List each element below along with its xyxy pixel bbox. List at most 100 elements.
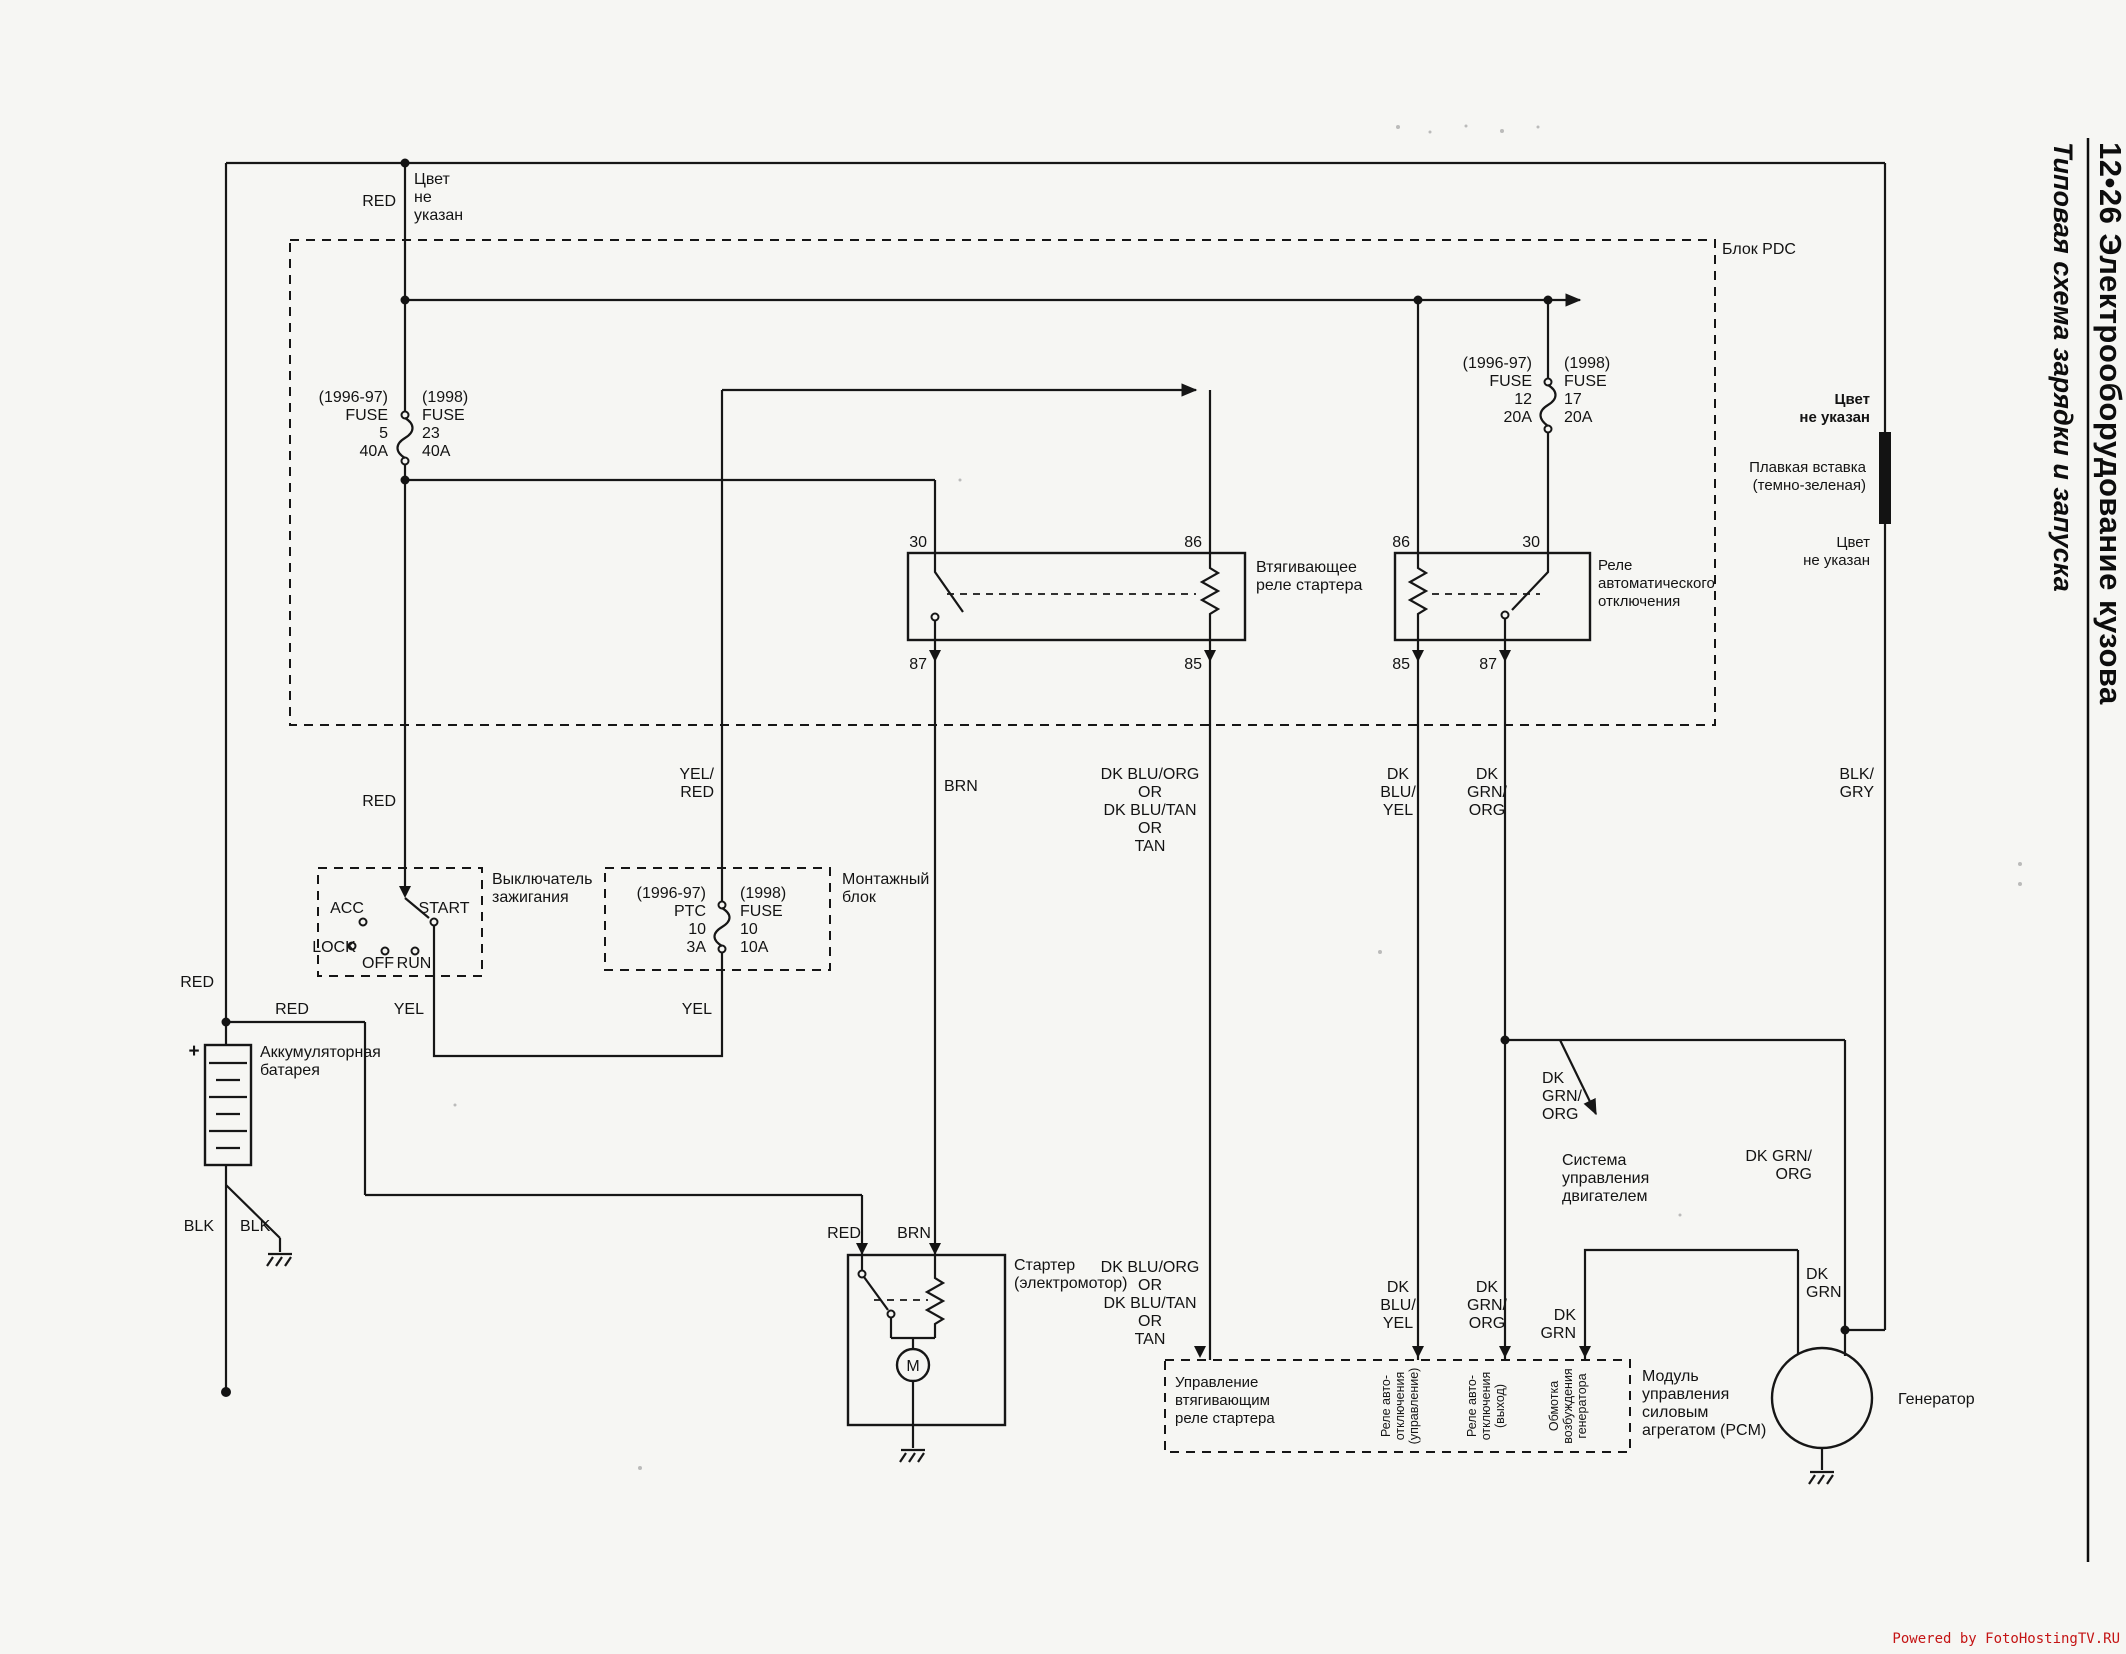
pcm-channel-label-rotated: Обмотка возбуждения генератора bbox=[1547, 1368, 1589, 1443]
pcm-label: Модуль bbox=[1642, 1368, 1699, 1385]
arrow-down-icon bbox=[929, 1243, 941, 1255]
wire-label-dk-blu-org: OR bbox=[1138, 1313, 1162, 1330]
pcm-channel-label: (управление) bbox=[1407, 1368, 1421, 1445]
pcm-label: управления bbox=[1642, 1386, 1729, 1403]
wire-label-dk-blu-yel: DK bbox=[1387, 1279, 1410, 1296]
asd-relay-internals bbox=[1407, 553, 1550, 640]
wire-label-dk-grn-org: DK bbox=[1476, 1279, 1499, 1296]
wire-branch-engine-mgmt bbox=[1559, 1039, 1597, 1116]
fusible-link-symbol bbox=[1879, 432, 1891, 524]
fuse-b-right: (1998) bbox=[1564, 355, 1610, 372]
pcm-label: агрегатом (PCM) bbox=[1642, 1422, 1766, 1439]
fuse-b-left: 20A bbox=[1504, 409, 1533, 426]
relay-switch-blade bbox=[1511, 553, 1550, 611]
fuse-b-right: 17 bbox=[1564, 391, 1582, 408]
pdc-block-box bbox=[289, 239, 1716, 726]
pcm-channel-label: отключения bbox=[1393, 1372, 1407, 1441]
asd-relay-box bbox=[1393, 551, 1592, 642]
relay-contact bbox=[1500, 610, 1510, 620]
wire-label-brn: BRN bbox=[897, 1225, 931, 1242]
wire-label-dk-blu-org: OR bbox=[1138, 820, 1162, 837]
wire-label-blk: BLK bbox=[184, 1218, 215, 1235]
terminal-87: 87 bbox=[1479, 656, 1497, 673]
terminal-85: 85 bbox=[1392, 656, 1410, 673]
color-note-line: не bbox=[414, 189, 432, 206]
arrow-down-icon bbox=[1579, 1346, 1591, 1358]
wire-dk-grn-field bbox=[1583, 1248, 1800, 1360]
arrow-down-icon bbox=[856, 1243, 868, 1255]
starter-label: (электромотор) bbox=[1014, 1275, 1128, 1292]
solenoid-coil bbox=[924, 1255, 946, 1338]
fusible-link-label: Плавкая вставка bbox=[1749, 459, 1867, 476]
ground-symbol-starter bbox=[899, 1448, 925, 1463]
wire-label-dk-grn-org: ORG bbox=[1469, 802, 1505, 819]
junction-dot bbox=[1500, 1035, 1510, 1045]
wire-label-yel-red: RED bbox=[680, 784, 714, 801]
wire-label-dk-blu-org: DK BLU/ORG bbox=[1101, 766, 1200, 783]
asd-relay-label: автоматического bbox=[1598, 575, 1715, 592]
relay-switch-blade bbox=[933, 553, 964, 613]
pcm-channel-label: отключения bbox=[1479, 1372, 1493, 1441]
wire-label-blk-gry: BLK/ bbox=[1839, 766, 1874, 783]
wire-label-yel: YEL bbox=[394, 1001, 424, 1018]
mounting-fuse-left: (1996-97) bbox=[637, 885, 706, 902]
solenoid-contact bbox=[886, 1309, 896, 1319]
engine-mgmt-label: двигателем bbox=[1562, 1188, 1648, 1205]
terminal-85: 85 bbox=[1184, 656, 1202, 673]
page-subtitle: Типовая схема зарядки и запуска bbox=[2048, 142, 2078, 592]
solenoid-switch-blade bbox=[863, 1276, 889, 1311]
terminal-86: 86 bbox=[1184, 534, 1202, 551]
pcm-channel-label: Реле авто- bbox=[1379, 1375, 1393, 1437]
color-note-line: Цвет bbox=[414, 171, 451, 188]
mounting-fuse-right: 10A bbox=[740, 939, 769, 956]
wire-label-red: RED bbox=[827, 1225, 861, 1242]
fuse-a-left: FUSE bbox=[345, 407, 388, 424]
wire-label-dk-grn-org: GRN/ bbox=[1467, 1297, 1508, 1314]
battery-plates bbox=[209, 1061, 247, 1150]
mounting-fuse-left: PTC bbox=[674, 903, 706, 920]
wire-label-dk-grn-org: ORG bbox=[1542, 1106, 1578, 1123]
arrow-down-icon bbox=[1204, 650, 1216, 662]
pcm-channel-label: втягивающим bbox=[1175, 1392, 1270, 1409]
scan-noise bbox=[453, 124, 2022, 1470]
wire-label-dk-grn-org: DK GRN/ bbox=[1745, 1148, 1812, 1165]
relay-coil bbox=[1199, 553, 1221, 640]
pcm-channel-label-rotated: Реле авто- отключения (управление) bbox=[1379, 1368, 1421, 1445]
color-note-line: Цвет bbox=[1835, 391, 1870, 408]
relay-coil bbox=[1407, 553, 1429, 640]
pcm-channel-label: Обмотка bbox=[1547, 1381, 1561, 1431]
wire-red-battery-to-starter bbox=[226, 1020, 864, 1255]
wire-label-red: RED bbox=[362, 193, 396, 210]
wire-label-dk-blu-yel: YEL bbox=[1383, 802, 1413, 819]
starter-label: Стартер bbox=[1014, 1257, 1075, 1274]
color-note-line: не указан bbox=[1799, 409, 1870, 426]
pcm-box bbox=[1164, 1359, 1631, 1453]
mounting-fuse-right: 10 bbox=[740, 921, 758, 938]
ignition-contact-acc bbox=[358, 917, 368, 927]
pcm-channel-label: Реле авто- bbox=[1465, 1375, 1479, 1437]
arrow-down-icon bbox=[399, 886, 411, 898]
ignition-contact-off bbox=[380, 946, 390, 956]
wire-label-dk-grn: DK bbox=[1806, 1266, 1829, 1283]
ignition-position-acc: ACC bbox=[330, 900, 364, 917]
wire-label-dk-grn: DK bbox=[1554, 1307, 1577, 1324]
pcm-label: силовым bbox=[1642, 1404, 1708, 1421]
terminal-30: 30 bbox=[909, 534, 927, 551]
fuse-a-left: 40A bbox=[360, 443, 389, 460]
wire-label-dk-blu-yel: BLU/ bbox=[1380, 1297, 1416, 1314]
starter-internals bbox=[857, 1255, 946, 1425]
fuse-b-left: FUSE bbox=[1489, 373, 1532, 390]
fusible-link-label: (темно-зеленая) bbox=[1753, 477, 1866, 494]
battery-label: батарея bbox=[260, 1062, 320, 1079]
mounting-fuse-right: (1998) bbox=[740, 885, 786, 902]
junction-dot bbox=[1543, 295, 1553, 305]
color-note-line: Цвет bbox=[1836, 534, 1870, 551]
wire-label-dk-blu-org: OR bbox=[1138, 1277, 1162, 1294]
battery-plus-sign: + bbox=[188, 1041, 199, 1062]
ground-symbol-generator bbox=[1808, 1470, 1834, 1485]
color-note-line: не указан bbox=[1803, 552, 1870, 569]
junction-dot bbox=[400, 475, 410, 485]
wire-label-red: RED bbox=[275, 1001, 309, 1018]
wires bbox=[224, 161, 1887, 1470]
arrow-down-icon bbox=[1499, 650, 1511, 662]
